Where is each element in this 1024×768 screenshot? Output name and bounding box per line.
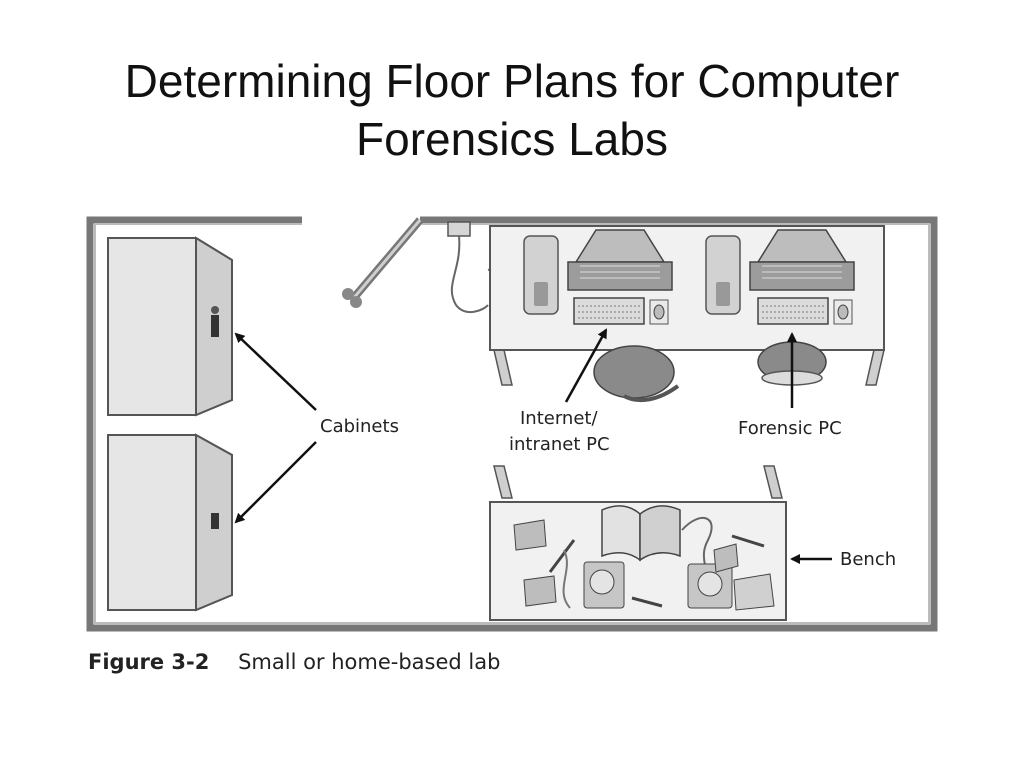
internet-pc-station [523,229,680,403]
figure-caption: Figure 3-2 Small or home-based lab [88,650,500,674]
internet-pc-label-line-2: intranet PC [509,434,610,455]
figure-caption-number: Figure 3-2 [88,650,210,674]
floor-plan-diagram: Cabinets Internet/ intranet PC Forensic … [86,216,938,632]
door [342,217,424,308]
hard-drive-icon [687,563,733,609]
pc-tower-icon [523,235,559,315]
forensic-pc-label: Forensic PC [738,418,842,439]
figure-caption-text: Small or home-based lab [238,650,501,674]
slide-title-line-2: Forensics Labs [356,113,668,165]
slide-title-line-1: Determining Floor Plans for Computer [124,55,900,107]
callout-arrows [234,328,832,564]
cabinet-lower [107,433,233,612]
hard-drive-icon [583,561,625,609]
chair-icon [593,345,680,403]
cabinets-label: Cabinets [320,416,399,437]
slide-title: Determining Floor Plans for Computer For… [0,52,1024,168]
floor-plan-figure: Cabinets Internet/ intranet PC Forensic … [84,210,944,640]
monitor-icon [749,229,855,291]
bench [489,465,787,621]
monitor-icon [567,229,673,291]
pc-tower-icon [705,235,741,315]
mouse-icon [833,299,853,325]
internet-pc-arrow [564,328,608,403]
diagram-labels: Cabinets Internet/ intranet PC Forensic … [320,408,896,570]
cabinets-arrow-upper [234,332,317,411]
book-icon [601,505,681,562]
cabinets-arrow-lower [234,441,317,524]
internet-pc-label-line-1: Internet/ [520,408,598,429]
bench-items [513,505,775,611]
bench-label: Bench [840,549,896,570]
cabinet-upper [107,236,233,417]
power-outlet [447,221,497,314]
keyboard-icon [757,297,829,325]
mouse-icon [649,299,669,325]
room-walls [86,216,938,632]
keyboard-icon [573,297,645,325]
